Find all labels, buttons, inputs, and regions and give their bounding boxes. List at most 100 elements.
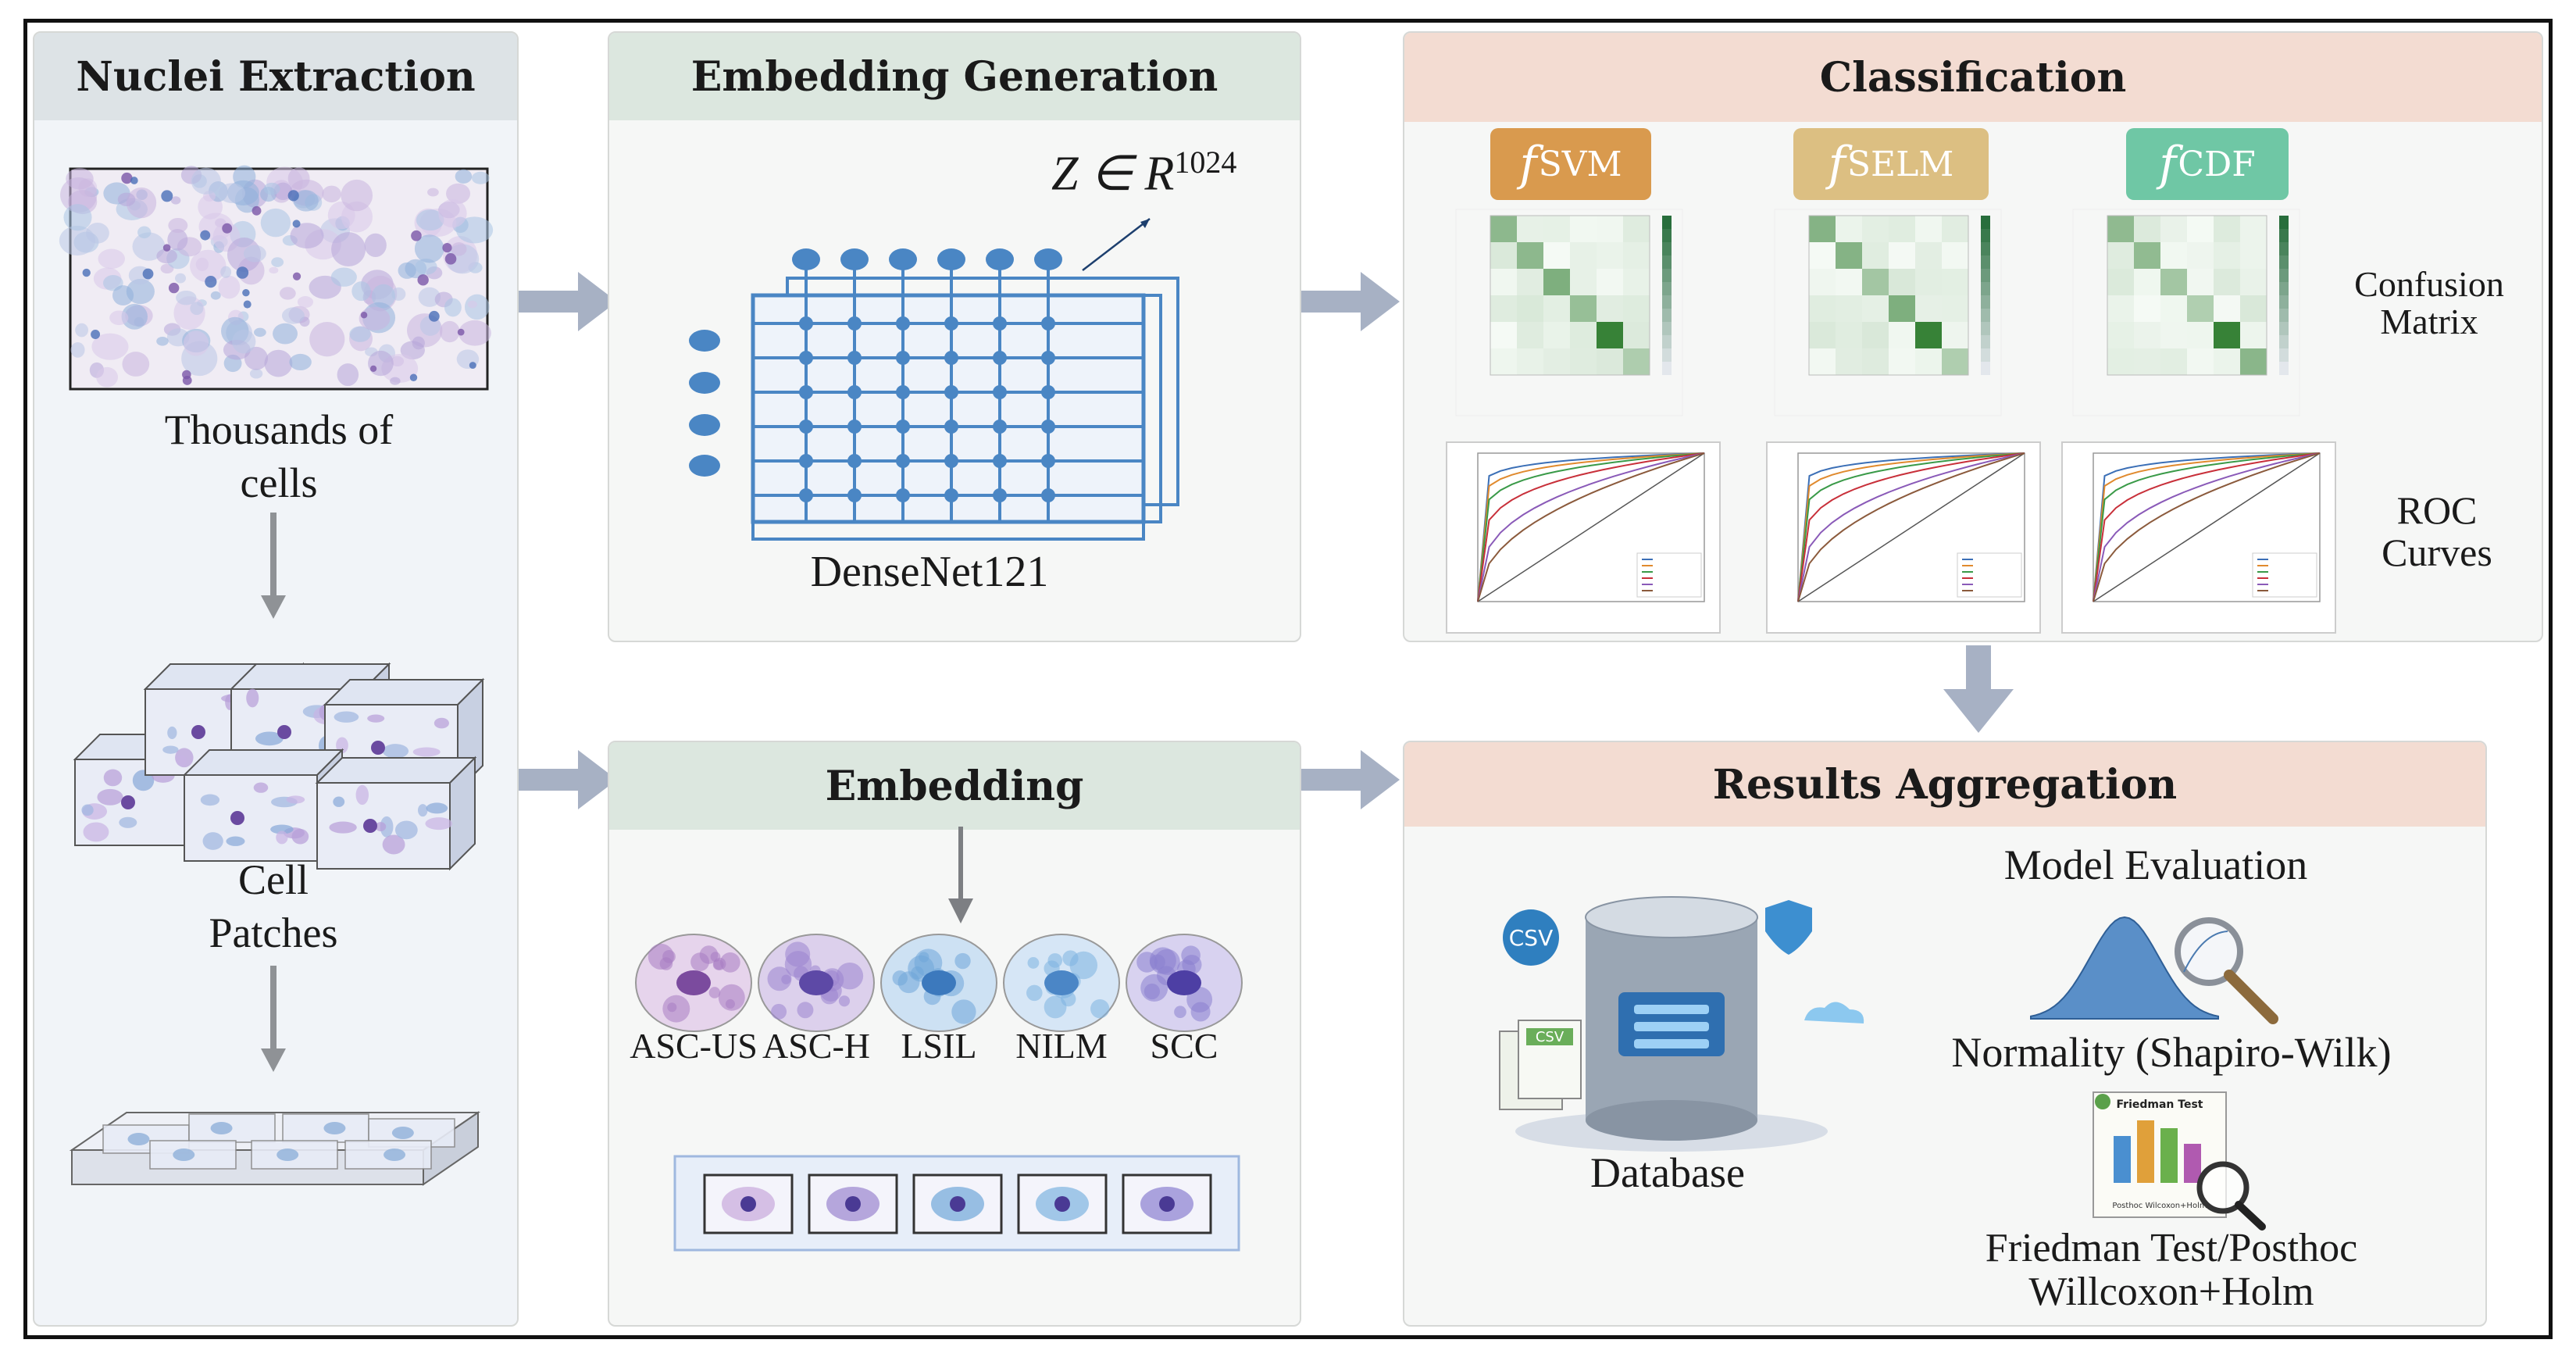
confusion-cell xyxy=(1809,269,1836,295)
slide-nucleus xyxy=(91,330,101,339)
grid-node xyxy=(944,488,958,502)
roc-curve xyxy=(1797,452,2025,602)
roc-curve xyxy=(1477,452,1705,602)
tray-patch xyxy=(251,1140,338,1170)
cell-image-blob xyxy=(767,966,792,991)
cube-cell xyxy=(270,824,294,834)
slide-cell xyxy=(70,341,85,358)
formula-pointer xyxy=(1082,218,1151,271)
down-arrow-1 xyxy=(261,513,286,619)
confusion-cell xyxy=(1942,269,1968,295)
slide-nucleus xyxy=(236,266,249,279)
input-node xyxy=(689,330,720,352)
embedding-tile-nucleus xyxy=(1054,1196,1070,1212)
grid-node xyxy=(993,351,1007,365)
confusion-cell xyxy=(1809,295,1836,322)
results-aggregation-title: Results Aggregation xyxy=(1404,742,2485,827)
slide-cell xyxy=(412,336,425,350)
cell-image-blob xyxy=(1090,998,1110,1019)
roc-diagonal xyxy=(2093,452,2321,602)
slide-nucleus xyxy=(162,244,171,252)
confusion-cell xyxy=(1836,216,1862,242)
confusion-cell xyxy=(2187,269,2214,295)
slide-cell xyxy=(132,232,166,261)
tray-patch xyxy=(149,1140,237,1170)
confusion-cell xyxy=(2134,242,2160,269)
confusion-cell xyxy=(2107,295,2134,322)
grid-node xyxy=(896,420,910,434)
confusion-cell xyxy=(1915,295,1942,322)
confusion-cell xyxy=(1570,322,1597,348)
slide-cell xyxy=(63,204,92,231)
classifier-function-symbol: f xyxy=(2159,137,2177,191)
cube-cell xyxy=(119,816,137,828)
cube-nucleus xyxy=(371,741,385,755)
slide-cell xyxy=(330,267,357,287)
class-label-nilm: NILM xyxy=(1015,1026,1108,1066)
slide-cell xyxy=(109,310,129,326)
cube-nucleus xyxy=(363,819,377,833)
slide-cell xyxy=(289,353,312,371)
confusion-cell xyxy=(1490,295,1517,322)
colorbar-segment xyxy=(1981,348,1990,362)
cube-cell xyxy=(83,822,109,842)
confusion-cell xyxy=(1570,348,1597,375)
slide-cell xyxy=(122,352,150,377)
colorbar-segment xyxy=(2279,322,2289,335)
slide-nucleus xyxy=(222,223,233,234)
confusion-cell xyxy=(1915,242,1942,269)
cube-cell xyxy=(97,788,123,806)
slide-nucleus xyxy=(292,220,301,228)
arrow-embedding-generation-to-classification xyxy=(1301,272,1400,331)
confusion-cell xyxy=(2134,216,2160,242)
slide-nucleus xyxy=(242,288,250,297)
confusion-cell xyxy=(1570,295,1597,322)
confusion-cell xyxy=(1942,295,1968,322)
cell-image-blob xyxy=(1026,984,1043,1002)
confusion-cell xyxy=(1570,269,1597,295)
colorbar-segment xyxy=(1981,255,1990,269)
slide-nucleus xyxy=(469,362,476,370)
grid-node xyxy=(847,316,862,330)
embedding-tile-nucleus xyxy=(740,1196,756,1212)
slide-cell xyxy=(218,275,241,299)
confusion-cell xyxy=(1597,295,1623,322)
grid-node xyxy=(896,316,910,330)
confusion-frame xyxy=(2107,215,2267,376)
roc-curve xyxy=(1477,452,1705,602)
cube-cell xyxy=(226,836,245,846)
cell-image-blob xyxy=(838,995,851,1007)
grid-node xyxy=(896,488,910,502)
model-evaluation-label: Model Evaluation xyxy=(2003,841,2308,888)
input-node xyxy=(689,372,720,394)
class-label-asc-h: ASC-H xyxy=(762,1026,871,1066)
cube-cell xyxy=(394,820,418,840)
confusion-cell xyxy=(1623,242,1650,269)
confusion-cell xyxy=(2240,269,2267,295)
confusion-cell xyxy=(1889,216,1915,242)
confusion-cell xyxy=(2187,295,2214,322)
cell-image-blob xyxy=(690,952,710,972)
friedman-line-1: Friedman Test/Posthoc xyxy=(1985,1226,2358,1270)
slide-cell xyxy=(455,216,494,244)
grid-node xyxy=(993,454,1007,468)
slide-nucleus xyxy=(121,172,133,184)
cell-patches-cubes xyxy=(73,662,485,871)
confusion-cell xyxy=(2214,348,2240,375)
cube-cell xyxy=(167,726,177,739)
densenet-label: DenseNet121 xyxy=(810,548,1049,596)
confusion-cell xyxy=(1543,269,1570,295)
confusion-cell xyxy=(1862,242,1889,269)
slide-nucleus xyxy=(205,275,217,288)
confusion-cell xyxy=(2107,269,2134,295)
slide-cell xyxy=(210,291,221,300)
roc-curve xyxy=(1797,452,2025,602)
cube-cell xyxy=(412,747,441,757)
grid-node xyxy=(1041,316,1055,330)
slide-cell xyxy=(309,322,345,357)
slide-cell xyxy=(464,294,490,320)
cell-image-blob xyxy=(1181,945,1201,966)
confusion-cell xyxy=(1942,242,1968,269)
grid-node xyxy=(896,385,910,399)
tray-cell xyxy=(323,1122,346,1134)
